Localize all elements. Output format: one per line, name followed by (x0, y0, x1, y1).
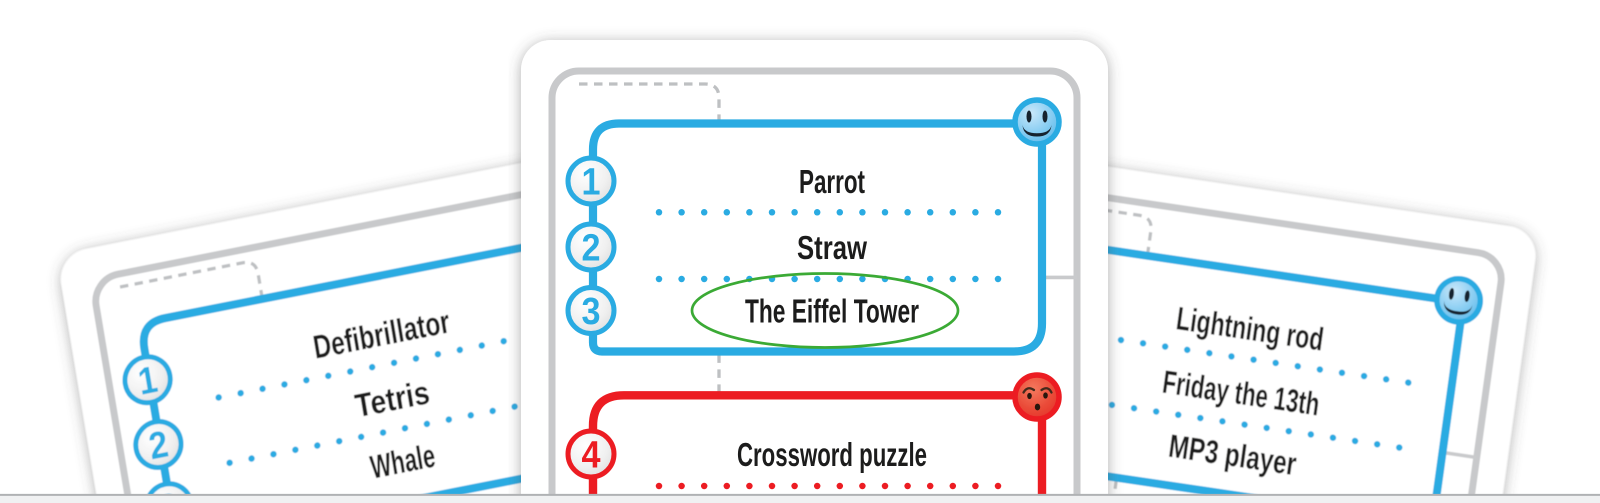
svg-text:The Eiffel Tower: The Eiffel Tower (745, 293, 919, 330)
svg-text:Parrot: Parrot (799, 163, 865, 200)
svg-text:3: 3 (582, 291, 601, 333)
svg-text:Crossword puzzle: Crossword puzzle (737, 436, 927, 473)
svg-text:2: 2 (582, 228, 601, 270)
svg-text:1: 1 (582, 162, 601, 204)
svg-text:Straw: Straw (797, 229, 867, 266)
svg-text:4: 4 (582, 435, 601, 477)
